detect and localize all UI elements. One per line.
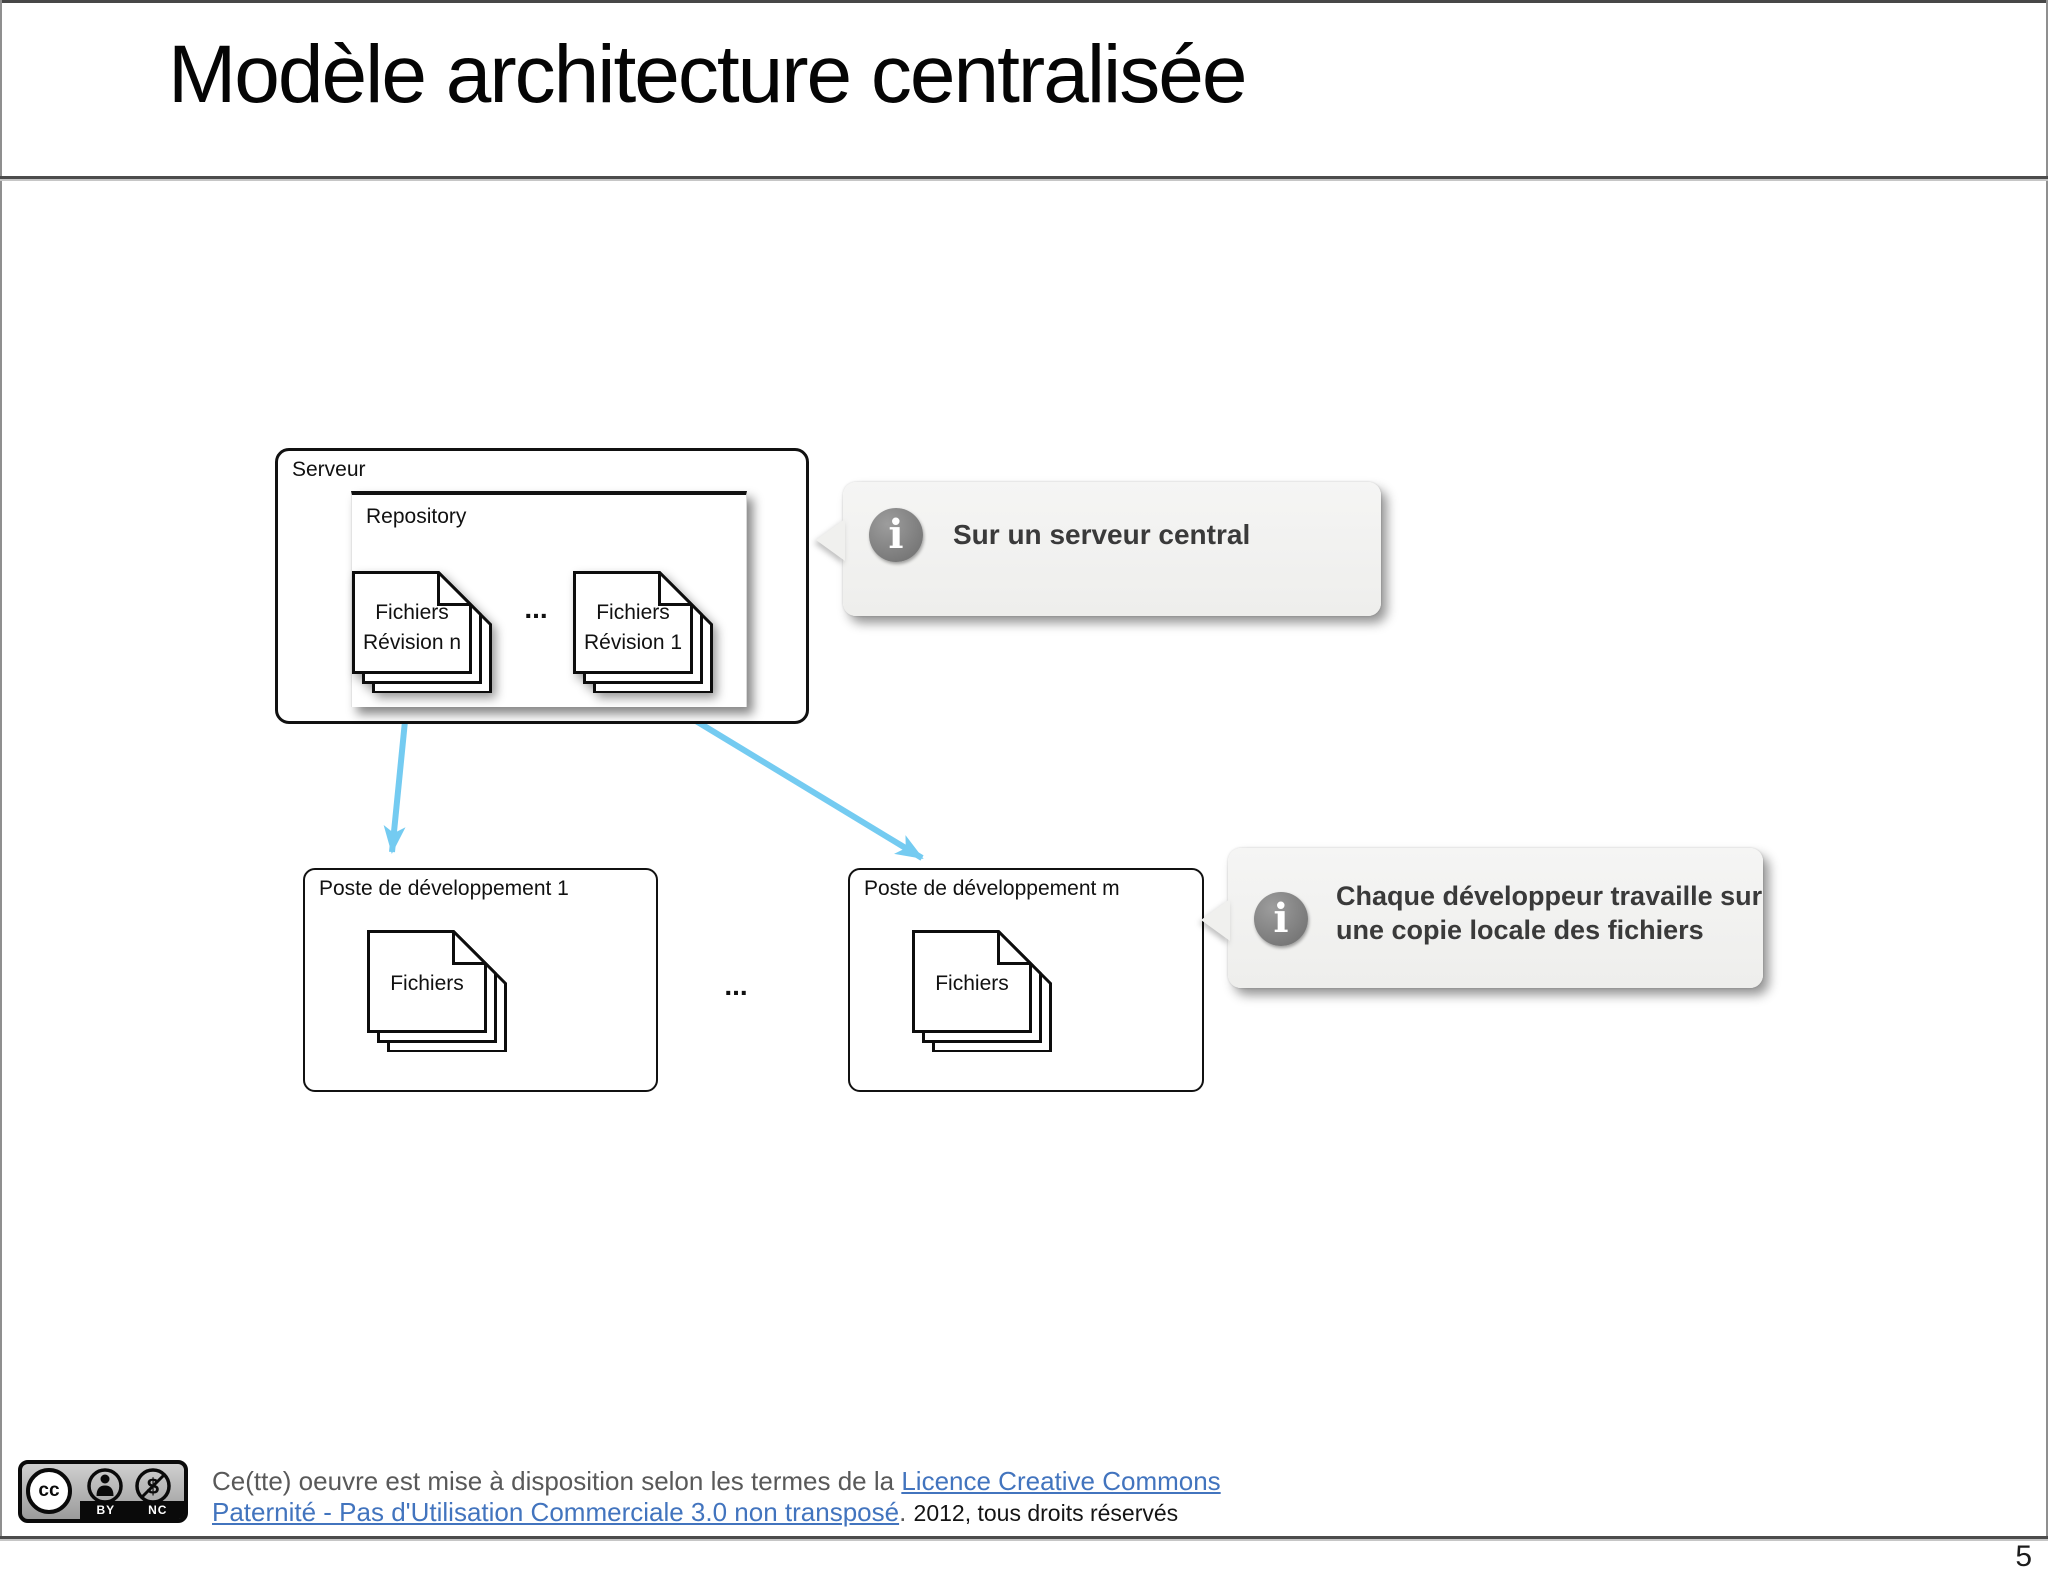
file-stack-workstation-1: Fichiers	[367, 930, 507, 1052]
cc-logo-icon: cc	[26, 1468, 72, 1514]
stack-label-line2: Révision n	[363, 631, 461, 654]
info-icon: i	[869, 508, 923, 562]
license-link-line1[interactable]: Licence Creative Commons	[901, 1466, 1221, 1496]
stack-label-line2: Révision 1	[584, 631, 682, 654]
stack-label: Fichiers	[935, 972, 1009, 995]
cc-badge-band: BY NC	[80, 1501, 184, 1519]
server-label: Serveur	[292, 458, 366, 481]
workstation-1-label: Poste de développement 1	[319, 877, 569, 900]
callout-tail	[1201, 899, 1230, 941]
info-icon: i	[1254, 892, 1308, 946]
slide-frame-top	[0, 0, 2048, 3]
bottom-separator-shadow	[0, 1539, 2048, 1541]
license-prefix: Ce(tte) oeuvre est mise à disposition se…	[212, 1466, 902, 1496]
callout-text: Chaque développeur travaille sur une cop…	[1336, 881, 1763, 945]
bottom-separator	[0, 1536, 2048, 1539]
repository-ellipsis: ...	[524, 593, 548, 624]
callout-workstations: i Chaque développeur travaille sur une c…	[1201, 848, 1763, 988]
file-stack-workstation-m: Fichiers	[912, 930, 1052, 1052]
page-fold	[452, 930, 490, 965]
arrow-server-to-poste1	[383, 720, 408, 854]
cc-by-label: BY	[96, 1503, 116, 1517]
workstation-m-label: Poste de développement m	[864, 877, 1120, 900]
cc-nc-label: NC	[148, 1503, 168, 1517]
license-link-line2[interactable]: Paternité - Pas d'Utilisation Commercial…	[212, 1497, 900, 1527]
file-stack-revision-1: Fichiers Révision 1	[573, 571, 713, 693]
slide-frame-left	[0, 0, 2, 1539]
page-number: 5	[2015, 1540, 2032, 1573]
stack-label: Fichiers	[390, 972, 464, 995]
non-commercial-icon: $	[135, 1468, 171, 1504]
workstations-ellipsis: ...	[724, 970, 748, 1001]
callout-tail	[816, 519, 845, 561]
license-text: Ce(tte) oeuvre est mise à disposition se…	[212, 1466, 1221, 1529]
cc-license-badge[interactable]: cc $ BY NC	[18, 1460, 188, 1523]
slide-frame-right	[2046, 0, 2048, 1539]
stack-label-line1: Fichiers	[596, 601, 670, 624]
arrow-server-to-postem	[694, 718, 924, 861]
file-stack-revision-n: Fichiers Révision n	[352, 571, 492, 693]
license-line-1: Ce(tte) oeuvre est mise à disposition se…	[212, 1466, 1221, 1497]
license-suffix: .	[899, 1497, 914, 1527]
title-separator-shadow	[0, 179, 2048, 181]
stack-label-line1: Fichiers	[375, 601, 449, 624]
callout-server: i Sur un serveur central	[816, 482, 1381, 616]
callout-text: Sur un serveur central	[953, 519, 1251, 550]
rights-text: 2012, tous droits réservés	[913, 1500, 1179, 1526]
attribution-icon	[87, 1468, 123, 1504]
license-line-2: Paternité - Pas d'Utilisation Commercial…	[212, 1497, 1221, 1529]
title-separator	[0, 176, 2048, 179]
repository-label: Repository	[366, 505, 467, 528]
page-fold	[658, 571, 696, 606]
page-fold	[437, 571, 475, 606]
page-title: Modèle architecture centralisée	[168, 29, 1247, 120]
page-fold	[997, 930, 1035, 965]
